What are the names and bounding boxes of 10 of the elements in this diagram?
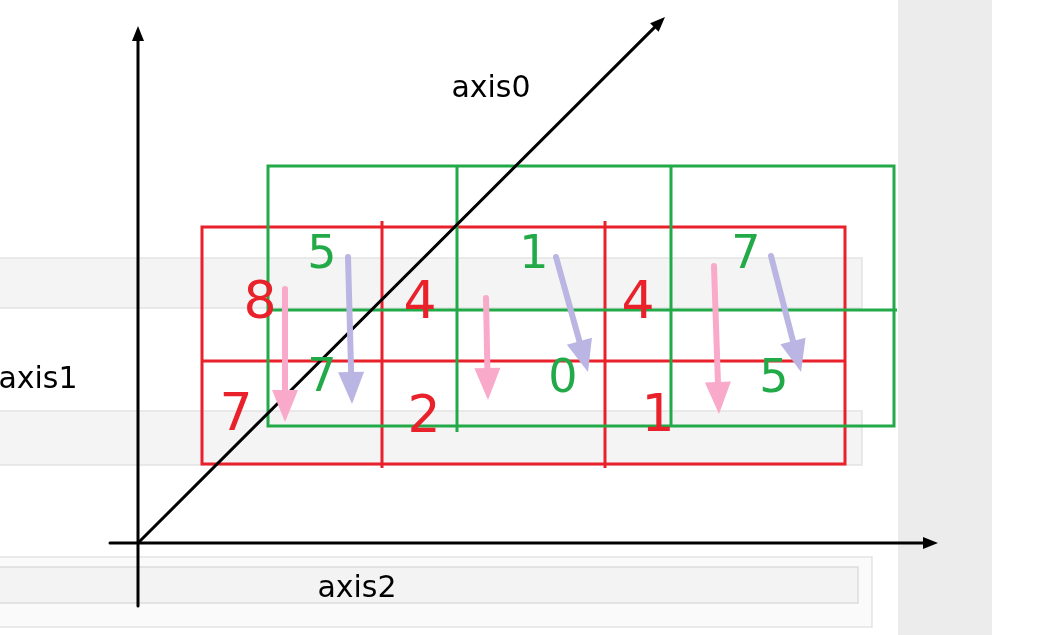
cell-value: 7 [731, 229, 761, 275]
axis-label: axis0 [451, 72, 531, 102]
cell-value: 1 [519, 229, 549, 275]
axis-label: axis1 [0, 363, 78, 393]
cell-value: 7 [307, 352, 337, 398]
axis-label: axis2 [317, 572, 397, 602]
cell-value: 5 [307, 229, 337, 275]
cell-value: 7 [219, 386, 253, 438]
cell-value: 0 [548, 353, 578, 399]
cell-value: 5 [759, 353, 789, 399]
